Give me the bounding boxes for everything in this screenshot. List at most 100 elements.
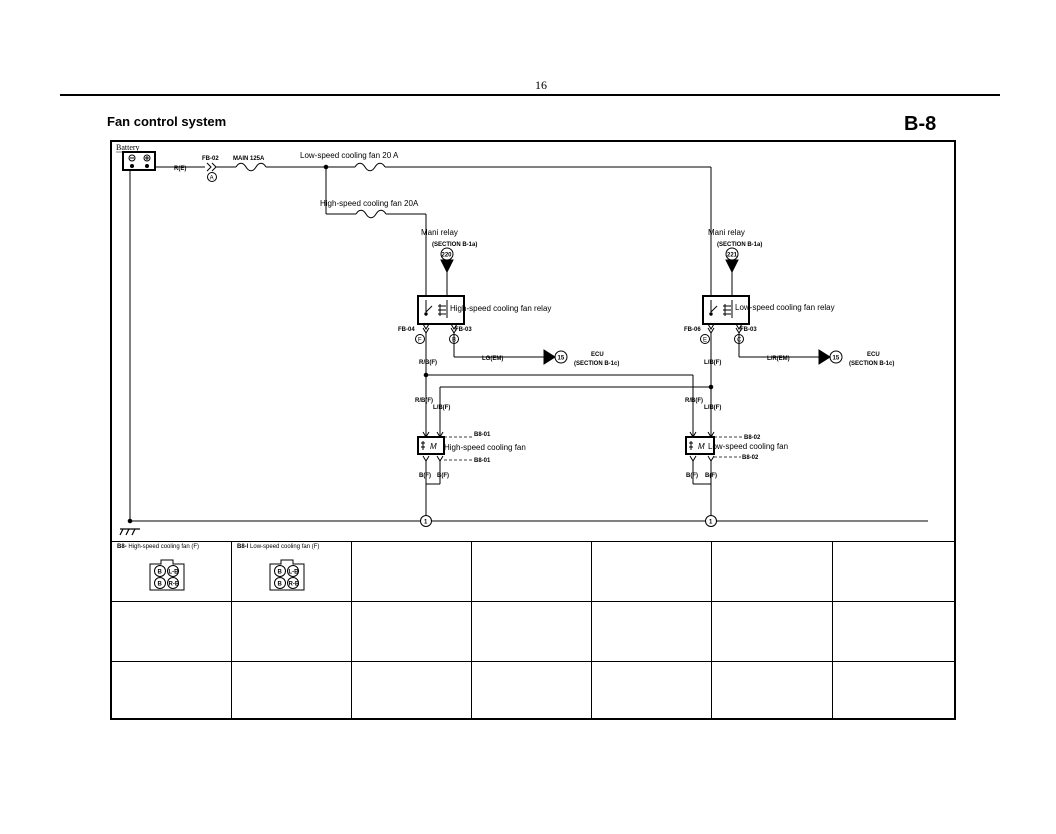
high-relay-label: High-speed cooling fan relay [450, 304, 551, 313]
high-ecu-arrow [543, 349, 556, 365]
low-relay-ref-num: 221 [727, 253, 738, 259]
high-ecu-section: (SECTION B-1c) [574, 361, 619, 367]
low-pin-left: FB-06 [684, 327, 701, 333]
svg-text:L-B: L-B [169, 570, 180, 576]
connector-cell [352, 662, 472, 719]
wire-re-label: R(E) [174, 166, 186, 172]
svg-text:A: A [210, 176, 214, 182]
low-section-ref: (SECTION B-1a) [717, 242, 762, 248]
connector-diagram-low: B L-B B R-B [269, 559, 305, 591]
high-fan-box [417, 436, 445, 455]
main-fuse [235, 162, 267, 172]
connector-cell [833, 542, 956, 602]
connector-cell: B8- High-speed cooling fan (F) B L-B B R… [112, 542, 232, 602]
high-section-ref: (SECTION B-1a) [432, 242, 477, 248]
low-ecu-num: 15 [833, 356, 840, 362]
svg-text:M: M [698, 442, 705, 451]
connector-cell [352, 602, 472, 662]
low-fan-conn-top: B8-02 [744, 435, 761, 441]
svg-text:M: M [430, 442, 437, 451]
low-fan-fuse [354, 162, 386, 172]
svg-text:B: B [158, 570, 163, 576]
connector-cell [833, 662, 956, 719]
high-fan-label: High-speed cooling fan [444, 443, 526, 452]
svg-text:F: F [418, 338, 422, 344]
connector-table: B8- High-speed cooling fan (F) B L-B B R… [112, 542, 956, 719]
svg-text:R/B(F): R/B(F) [685, 398, 703, 404]
high-wire-rb: R/B(F) [419, 360, 437, 366]
main-fuse-label: MAIN 125A [233, 156, 265, 162]
high-ecu-label: ECU [591, 352, 604, 358]
low-relay-name-label: Mani relay [708, 228, 745, 237]
low-fan-label: Low-speed cooling fan [708, 442, 788, 451]
low-relay-label: Low-speed cooling fan relay [735, 303, 835, 312]
connector-cell [592, 542, 712, 602]
low-ecu-section: (SECTION B-1c) [849, 361, 894, 367]
svg-text:B: B [278, 582, 283, 588]
low-fan-fuse-label: Low-speed cooling fan 20 A [300, 151, 399, 160]
low-ecu-label: ECU [867, 352, 880, 358]
page-title: Fan control system [107, 114, 227, 129]
connector-cell [232, 662, 352, 719]
fb02-pin-a [207, 172, 217, 182]
low-relay-box [702, 295, 750, 325]
high-fan-conn-bottom: B8-01 [474, 458, 491, 464]
svg-text:L-B: L-B [289, 570, 300, 576]
connector-cell [712, 602, 833, 662]
diagram-frame [110, 140, 956, 720]
svg-text:L/B(F): L/B(F) [704, 405, 721, 411]
svg-text:1: 1 [709, 520, 713, 526]
high-relay-ref-num: 220 [442, 253, 453, 259]
page-number: 16 [535, 78, 547, 92]
header-rule [60, 94, 1000, 96]
low-ground-point [705, 515, 717, 527]
high-ground-point [420, 515, 432, 527]
connector-diagram-high: B L-B B R-B [149, 559, 185, 591]
high-ecu-num: 15 [558, 356, 565, 362]
connector-cell [352, 542, 472, 602]
svg-text:B(F): B(F) [705, 473, 717, 479]
battery-symbol [122, 151, 156, 171]
svg-text:R-B: R-B [289, 582, 300, 588]
connector-cell [472, 542, 592, 602]
svg-text:B(F): B(F) [419, 473, 431, 479]
high-fan-fuse [355, 209, 387, 219]
svg-text:B: B [278, 570, 283, 576]
svg-text:1: 1 [424, 520, 428, 526]
high-pin-right: FB-03 [455, 327, 472, 333]
high-pin-left: FB-04 [398, 327, 415, 333]
low-ecu-arrow [818, 349, 831, 365]
connector-cell [472, 662, 592, 719]
low-pin-right: FB-03 [740, 327, 757, 333]
connector-cell [833, 602, 956, 662]
fb02-label: FB-02 [202, 156, 219, 162]
wire-lr-em: L/R(EM) [767, 356, 790, 362]
svg-text:R/B(F): R/B(F) [415, 398, 433, 404]
high-relay-arrow [440, 259, 454, 274]
connector-cell [712, 662, 833, 719]
svg-text:R-B: R-B [169, 582, 180, 588]
connector-cell [592, 602, 712, 662]
low-relay-arrow [725, 259, 739, 274]
wire-lg-em: LG(EM) [482, 356, 503, 362]
high-relay-box [417, 295, 465, 325]
connector-cell: B8-l Low-speed cooling fan (F) B L-B B R… [232, 542, 352, 602]
low-wire-lb: L/B(F) [704, 360, 721, 366]
connector-cell [112, 602, 232, 662]
low-fan-box [685, 436, 715, 455]
svg-text:E: E [703, 338, 707, 344]
section-code: B-8 [904, 113, 937, 135]
high-wire-lb: L/B(F) [433, 405, 450, 411]
connector-cell [232, 602, 352, 662]
connector-cell [592, 662, 712, 719]
ground-symbol [119, 528, 140, 536]
high-fan-fuse-label: High-speed cooling fan 20A [320, 199, 419, 208]
svg-text:B(F): B(F) [437, 473, 449, 479]
low-fan-conn-bottom: B8-02 [742, 455, 759, 461]
high-relay-name-label: Mani relay [421, 228, 458, 237]
connector-cell [712, 542, 833, 602]
high-fan-conn-top: B8-01 [474, 432, 491, 438]
svg-text:B(F): B(F) [686, 473, 698, 479]
table-top-rule [112, 541, 956, 542]
